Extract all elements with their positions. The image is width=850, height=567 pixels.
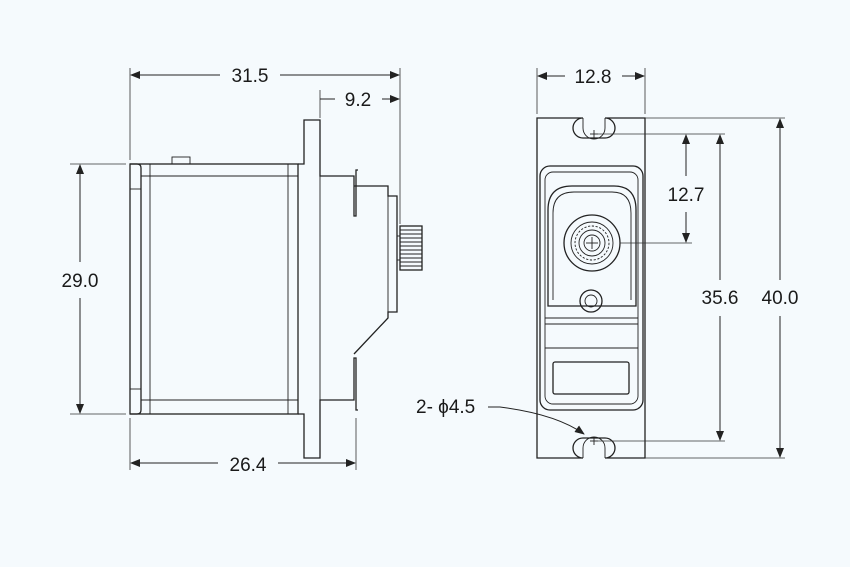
dim-horn-offset: 9.2 — [320, 90, 400, 111]
top-bump — [171, 156, 191, 165]
dim-shaft-offset: 12.7 — [668, 134, 705, 243]
gear-boss — [579, 289, 603, 313]
gear-cover-inner — [552, 191, 632, 300]
case-front-inner — [544, 171, 639, 405]
output-spline — [396, 225, 423, 271]
dim-hole-callout-label: 2- ϕ4.5 — [416, 397, 475, 418]
dim-body-length: 26.4 — [130, 455, 356, 476]
dim-overall-length-label: 31.5 — [232, 66, 269, 87]
dim-body-length-label: 26.4 — [230, 455, 267, 476]
dim-overall-length: 31.5 — [130, 66, 400, 87]
gear-cover — [547, 185, 637, 307]
dim-height-label: 29.0 — [62, 271, 99, 292]
dim-overall-height: 40.0 — [762, 118, 799, 458]
body-end-cap — [130, 163, 142, 415]
dim-front-width-label: 12.8 — [575, 67, 612, 88]
slot-top — [582, 118, 606, 140]
gear-housing — [353, 185, 398, 355]
dim-shaft-offset-label: 12.7 — [668, 185, 705, 206]
dim-overall-height-label: 40.0 — [762, 288, 799, 309]
dim-front-width: 12.8 — [537, 67, 645, 88]
dim-height: 29.0 — [62, 164, 99, 414]
dim-hole-callout: 2- ϕ4.5 — [416, 397, 585, 435]
dim-hole-spacing-label: 35.6 — [702, 288, 739, 309]
output-shaft — [563, 214, 621, 272]
label-window — [552, 361, 630, 395]
dim-horn-offset-label: 9.2 — [345, 90, 371, 111]
servo-body-outline — [129, 163, 299, 415]
hole-center-bottom — [590, 437, 598, 445]
mounting-flange-top — [298, 119, 358, 217]
side-view: 31.5 9.2 29.0 26.4 — [62, 66, 423, 476]
hole-center-top — [590, 130, 598, 138]
dim-hole-spacing: 35.6 — [702, 134, 739, 441]
mounting-flange-bottom — [298, 357, 358, 459]
front-view: 12.8 12.7 35.6 40.0 2- ϕ4.5 — [416, 67, 799, 459]
case-front — [539, 165, 644, 411]
